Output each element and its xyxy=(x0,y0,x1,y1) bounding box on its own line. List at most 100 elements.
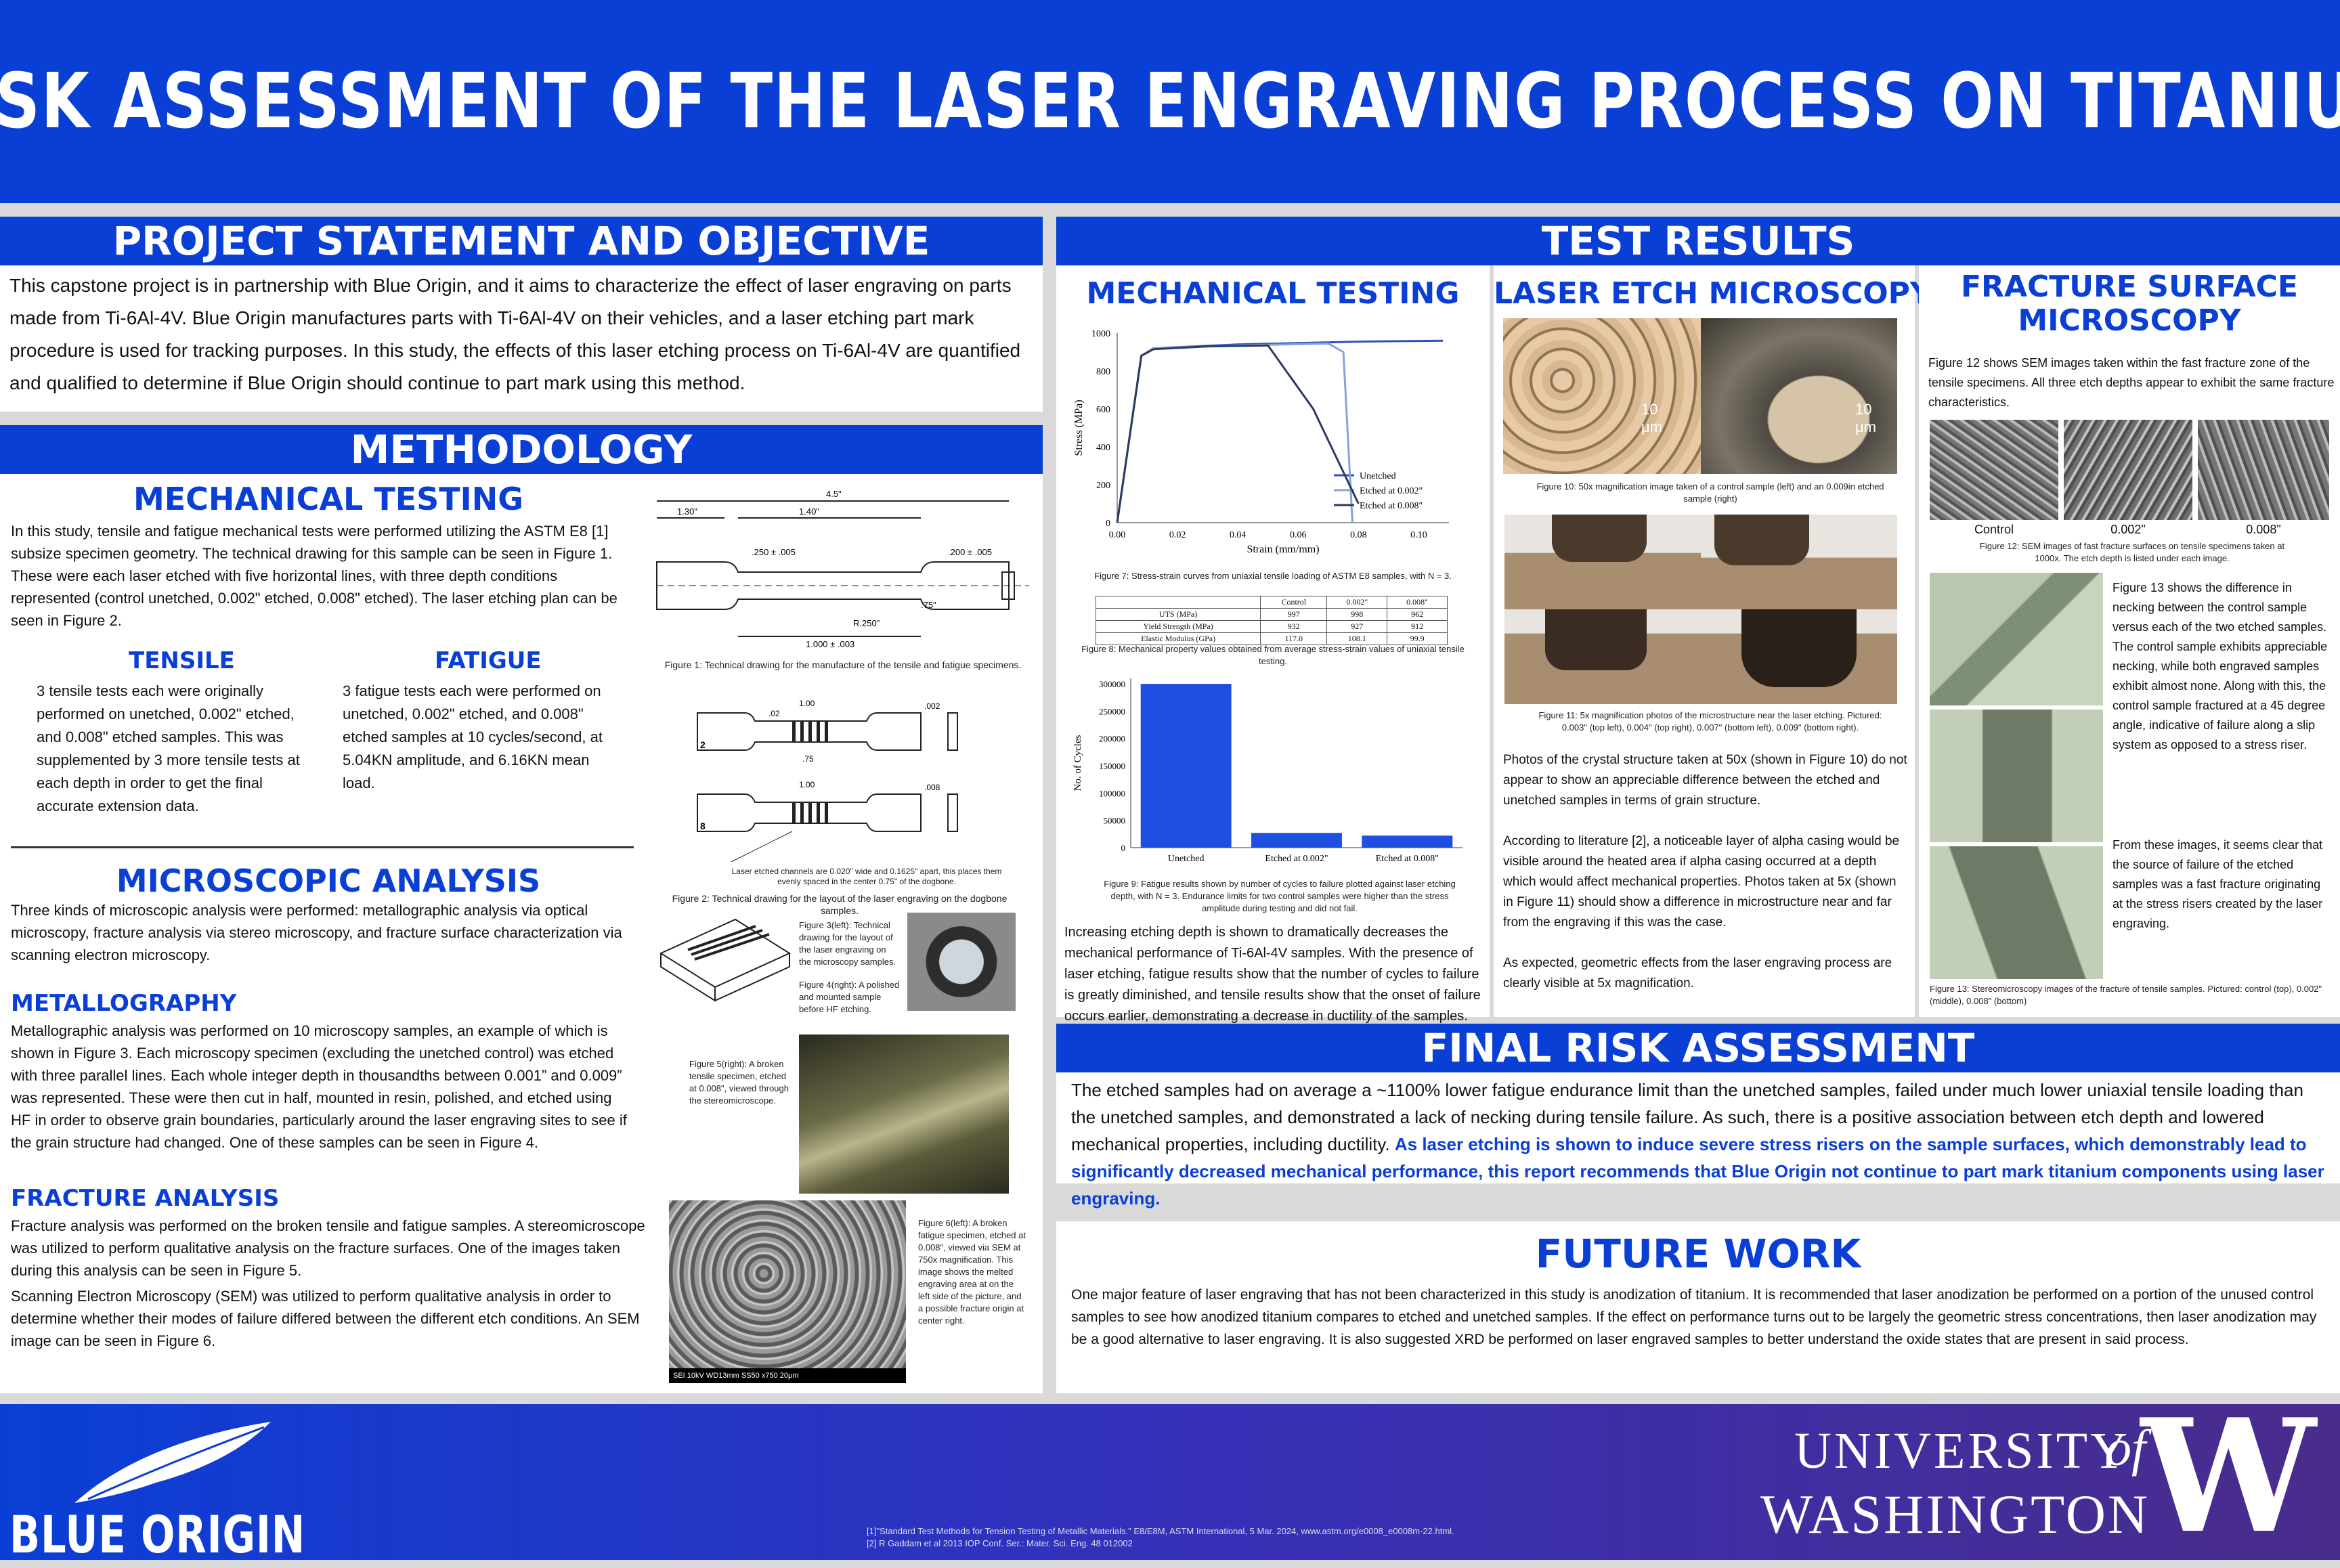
mech-results-text: Increasing etching depth is shown to dra… xyxy=(1064,925,1481,1024)
dim-e8: 8 xyxy=(700,821,706,831)
y-tick-label: 200000 xyxy=(1099,734,1125,744)
fracture-text-1: Figure 12 shows SEM images taken within … xyxy=(1928,356,2335,409)
laser-col: LASER ETCH MICROSCOPY 10 μm 10 μm Figure… xyxy=(1494,265,1932,1017)
table-header: 0.002" xyxy=(1326,596,1388,609)
uw-washington: WASHINGTON xyxy=(1760,1483,2150,1545)
dim-e7: 2 xyxy=(700,739,706,750)
figure-1-drawing: 4.5" 1.30" 1.40" .250 ± .005 .200 ± .005… xyxy=(656,489,1029,649)
poster-title: RISK ASSESSMENT OF THE LASER ENGRAVING P… xyxy=(0,58,2340,146)
results-heading: TEST RESULTS xyxy=(1056,217,2340,265)
y-tick-label: 1000 xyxy=(1091,329,1110,339)
y-tick-label: 600 xyxy=(1096,405,1110,415)
divider xyxy=(11,846,634,848)
scale-label-1: 10 μm xyxy=(1641,401,1663,435)
title-banner: RISK ASSESSMENT OF THE LASER ENGRAVING P… xyxy=(0,0,2340,203)
y-tick-label: 250000 xyxy=(1099,706,1125,716)
uw-university: UNIVERSITY xyxy=(1794,1422,2130,1479)
y-tick-label: 50000 xyxy=(1104,816,1126,826)
mech-testing-text: In this study, tensile and fatigue mecha… xyxy=(11,523,618,629)
footer: BLUE ORIGIN [1]"Standard Test Methods fo… xyxy=(0,1399,2340,1565)
legend-label: Unetched xyxy=(1360,471,1396,481)
sem-image-control xyxy=(1930,420,2058,520)
x-tick-label: 0.06 xyxy=(1290,530,1307,540)
mech-results-heading: MECHANICAL TESTING xyxy=(1086,276,1460,311)
y-tick-label: 300000 xyxy=(1099,679,1125,689)
figure-7-caption: Figure 7: Stress-strain curves from unia… xyxy=(1094,571,1452,581)
fracture-heading-2: MICROSCOPY xyxy=(2018,303,2241,338)
fatigue-heading: FATIGUE xyxy=(435,647,542,674)
x-tick-label: 0.00 xyxy=(1109,530,1126,540)
future-text: One major feature of laser engraving tha… xyxy=(1071,1287,2317,1347)
laser-heading: LASER ETCH MICROSCOPY xyxy=(1494,276,1932,311)
fracture-text-2: Scanning Electron Microscopy (SEM) was u… xyxy=(11,1288,640,1349)
figure-5-caption: Figure 5(right): A broken tensile specim… xyxy=(689,1059,789,1106)
metallography-heading: METALLOGRAPHY xyxy=(11,990,237,1017)
dim-radius: R.250" xyxy=(853,618,880,628)
y-tick-label: 200 xyxy=(1096,481,1110,491)
final-text: The etched samples had on average a ~110… xyxy=(1071,1080,2303,1154)
reference-2: [2] R Gaddam et al 2013 IOP Conf. Ser.: … xyxy=(867,1538,1133,1548)
table-cell: 932 xyxy=(1260,620,1328,633)
laser-text-2: According to literature [2], a noticeabl… xyxy=(1503,834,1900,930)
series-line xyxy=(1116,342,1353,523)
figure-1-caption: Figure 1: Technical drawing for the manu… xyxy=(664,659,1022,670)
dim-gauge: 1.40" xyxy=(799,506,819,517)
dim-grip-w: .75" xyxy=(921,600,936,610)
figure-12-caption: Figure 12: SEM images of fast fracture s… xyxy=(1979,541,2285,563)
fracture-text-2: Figure 13 shows the difference in neckin… xyxy=(2112,581,2328,752)
figure-10-control-image xyxy=(1503,318,1701,474)
microscopic-heading: MICROSCOPIC ANALYSIS xyxy=(116,863,541,899)
figure-2-note: Laser etched channels are 0.020" wide an… xyxy=(731,867,1002,886)
methodology-heading: METHODOLOGY xyxy=(0,425,1043,474)
future-panel: FUTURE WORK One major feature of laser e… xyxy=(1056,1221,2340,1393)
sem-label-008: 0.008" xyxy=(2246,523,2281,536)
reference-1: [1]"Standard Test Methods for Tension Te… xyxy=(867,1526,1454,1536)
table-cell: 998 xyxy=(1326,608,1388,621)
figure-11-image-3 xyxy=(1504,609,1701,704)
mech-testing-heading: MECHANICAL TESTING xyxy=(133,481,524,517)
dim-length: 1.000 ± .003 xyxy=(806,639,854,649)
fatigue-text: 3 fatigue tests each were performed on u… xyxy=(343,682,603,791)
figure-8-caption: Figure 8: Mechanical property values obt… xyxy=(1081,644,1465,666)
figure-9-caption: Figure 9: Fatigue results shown by numbe… xyxy=(1104,879,1456,913)
fracture-analysis-heading: FRACTURE ANALYSIS xyxy=(11,1185,280,1212)
x-tick-label: 0.08 xyxy=(1350,530,1367,540)
feather-logo-icon xyxy=(74,1422,271,1503)
table-cell: Yield Strength (MPa) xyxy=(1095,620,1261,633)
dim-e2: .02 xyxy=(768,709,780,718)
dim-e5: 1.00 xyxy=(799,780,815,789)
final-panel: FINAL RISK ASSESSMENT The etched samples… xyxy=(1056,1024,2340,1208)
table-cell: 117.0 xyxy=(1260,632,1328,645)
table-cell: 962 xyxy=(1387,608,1448,621)
final-heading: FINAL RISK ASSESSMENT xyxy=(1056,1024,2340,1072)
fracture-heading-1: FRACTURE SURFACE xyxy=(1961,269,2298,304)
figure-3-caption: Figure 3(left): Technical drawing for th… xyxy=(799,920,896,967)
legend-label: Etched at 0.002" xyxy=(1360,486,1423,496)
figure-11-caption: Figure 11: 5x magnification photos of th… xyxy=(1538,710,1882,733)
table-cell: UTS (MPa) xyxy=(1095,608,1261,621)
laser-text-1: Photos of the crystal structure taken at… xyxy=(1503,753,1907,808)
table-cell: 99.9 xyxy=(1387,632,1448,645)
project-panel: PROJECT STATEMENT AND OBJECTIVE This cap… xyxy=(0,217,1043,412)
figure-3-drawing xyxy=(659,918,792,1002)
dim-e6: .008 xyxy=(924,783,940,792)
figure-6-caption: Figure 6(left): A broken fatigue specime… xyxy=(918,1218,1026,1326)
table-header: 0.008" xyxy=(1387,596,1448,609)
fracture-text-1: Fracture analysis was performed on the b… xyxy=(11,1217,645,1279)
project-text: This capstone project is in partnership … xyxy=(9,275,1021,393)
microscopic-text: Three kinds of microscopic analysis were… xyxy=(11,902,622,963)
tensile-text: 3 tensile tests each were originally per… xyxy=(37,682,300,814)
y-axis-label: Stress (MPa) xyxy=(1073,399,1085,456)
uw-w-logo: W xyxy=(2141,1385,2316,1568)
fatigue-bar-chart: 050000100000150000200000250000300000No. … xyxy=(1072,678,1462,864)
y-tick-label: 100000 xyxy=(1099,788,1125,798)
stereo-image-008 xyxy=(1930,846,2103,979)
figure-13-caption: Figure 13: Stereomicroscopy images of th… xyxy=(1930,984,2322,1006)
sem-label-control: Control xyxy=(1974,523,2014,536)
bar xyxy=(1362,835,1453,848)
figure-10-etched-image xyxy=(1701,318,1897,474)
fracture-col: FRACTURE SURFACE MICROSCOPY Figure 12 sh… xyxy=(1919,265,2340,1017)
bar xyxy=(1251,833,1342,848)
